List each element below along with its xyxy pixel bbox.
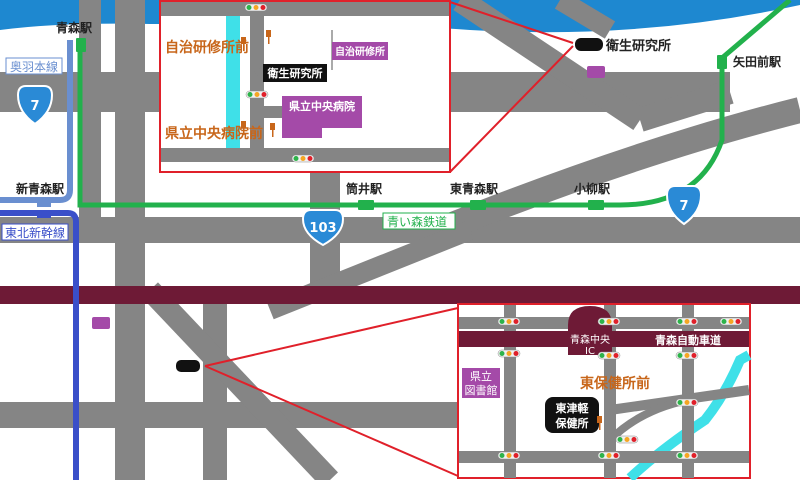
eisei-kenkyusho-label: 衛生研究所 xyxy=(605,38,671,54)
expressway xyxy=(0,286,800,304)
ou-line xyxy=(0,40,73,203)
facility-marker-sw xyxy=(92,317,110,329)
tohoku-shinkansen-line xyxy=(0,210,79,480)
bus-stop-icon-bottom xyxy=(597,416,602,430)
inset-bottom: 青森中央 IC 青森自動車道 県立 図書館 東津軽 保健所 東保健所前 xyxy=(457,303,752,480)
svg-text:103: 103 xyxy=(309,221,336,236)
ou-line-label-box: 奥羽本線 xyxy=(5,57,63,75)
inset-jichi-label: 自治研修所 xyxy=(335,45,385,58)
callout-lines xyxy=(204,1,574,477)
ic-label-1: 青森中央 xyxy=(570,333,610,346)
station-higashi-aomori: 東青森駅 xyxy=(450,181,499,196)
station-shin-aomori: 新青森駅 xyxy=(16,181,65,196)
library-label-1: 県立 xyxy=(470,369,492,383)
station-yadamae: 矢田前駅 xyxy=(733,54,782,69)
station-koyanagi: 小柳駅 xyxy=(574,181,611,196)
expressway-label: 青森自動車道 xyxy=(655,333,721,347)
inset-top-river xyxy=(226,2,240,152)
station-aomori: 青森駅 xyxy=(56,20,93,35)
svg-text:7: 7 xyxy=(679,199,688,214)
bus-stop-higashi-hoken-label: 東保健所前 xyxy=(580,375,650,392)
route-7-sign-west: 7 xyxy=(16,85,54,126)
eisei-kenkyusho-marker xyxy=(575,38,603,51)
inset-eisei-label: 衛生研究所 xyxy=(267,66,323,80)
hokenjo-building xyxy=(545,397,599,433)
traffic-signals-bottom xyxy=(497,317,743,460)
library-building xyxy=(462,368,500,398)
bus-stop-kenritsu-label: 県立中央病院前 xyxy=(165,125,263,142)
station-markers xyxy=(37,38,727,218)
inset-top: 自治研修所 衛生研究所 県立中央病院 自治研修所前 県立中央病院前 xyxy=(159,0,451,173)
shinkansen-label-box: 東北新幹線 xyxy=(1,223,69,241)
aoimori-label-box: 青い森鉄道 xyxy=(382,212,456,230)
inset-jichi-building xyxy=(332,42,388,60)
ou-line-label: 奥羽本線 xyxy=(10,59,58,74)
bus-stop-jichi-label: 自治研修所前 xyxy=(165,39,249,56)
route-7-sign-east: 7 xyxy=(665,185,703,226)
svg-text:7: 7 xyxy=(30,99,39,114)
facility-marker-ne xyxy=(587,66,605,78)
hokenjo-marker xyxy=(176,360,200,372)
inset-hospital-building xyxy=(282,96,362,138)
shinkansen-label: 東北新幹線 xyxy=(5,225,65,240)
traffic-signals-top xyxy=(244,3,315,163)
hokenjo-label-2: 保健所 xyxy=(555,416,589,430)
inset-eisei-building xyxy=(263,64,327,82)
station-tsutsui: 筒井駅 xyxy=(346,181,383,196)
route-103-sign: 103 xyxy=(301,209,345,247)
aoimori-label: 青い森鉄道 xyxy=(387,214,447,229)
library-label-2: 図書館 xyxy=(465,383,498,397)
hokenjo-label-1: 東津軽 xyxy=(556,401,590,415)
ic-label-2: IC xyxy=(585,346,595,357)
bus-stop-icons xyxy=(241,30,275,137)
inset-hospital-label: 県立中央病院 xyxy=(289,99,355,113)
